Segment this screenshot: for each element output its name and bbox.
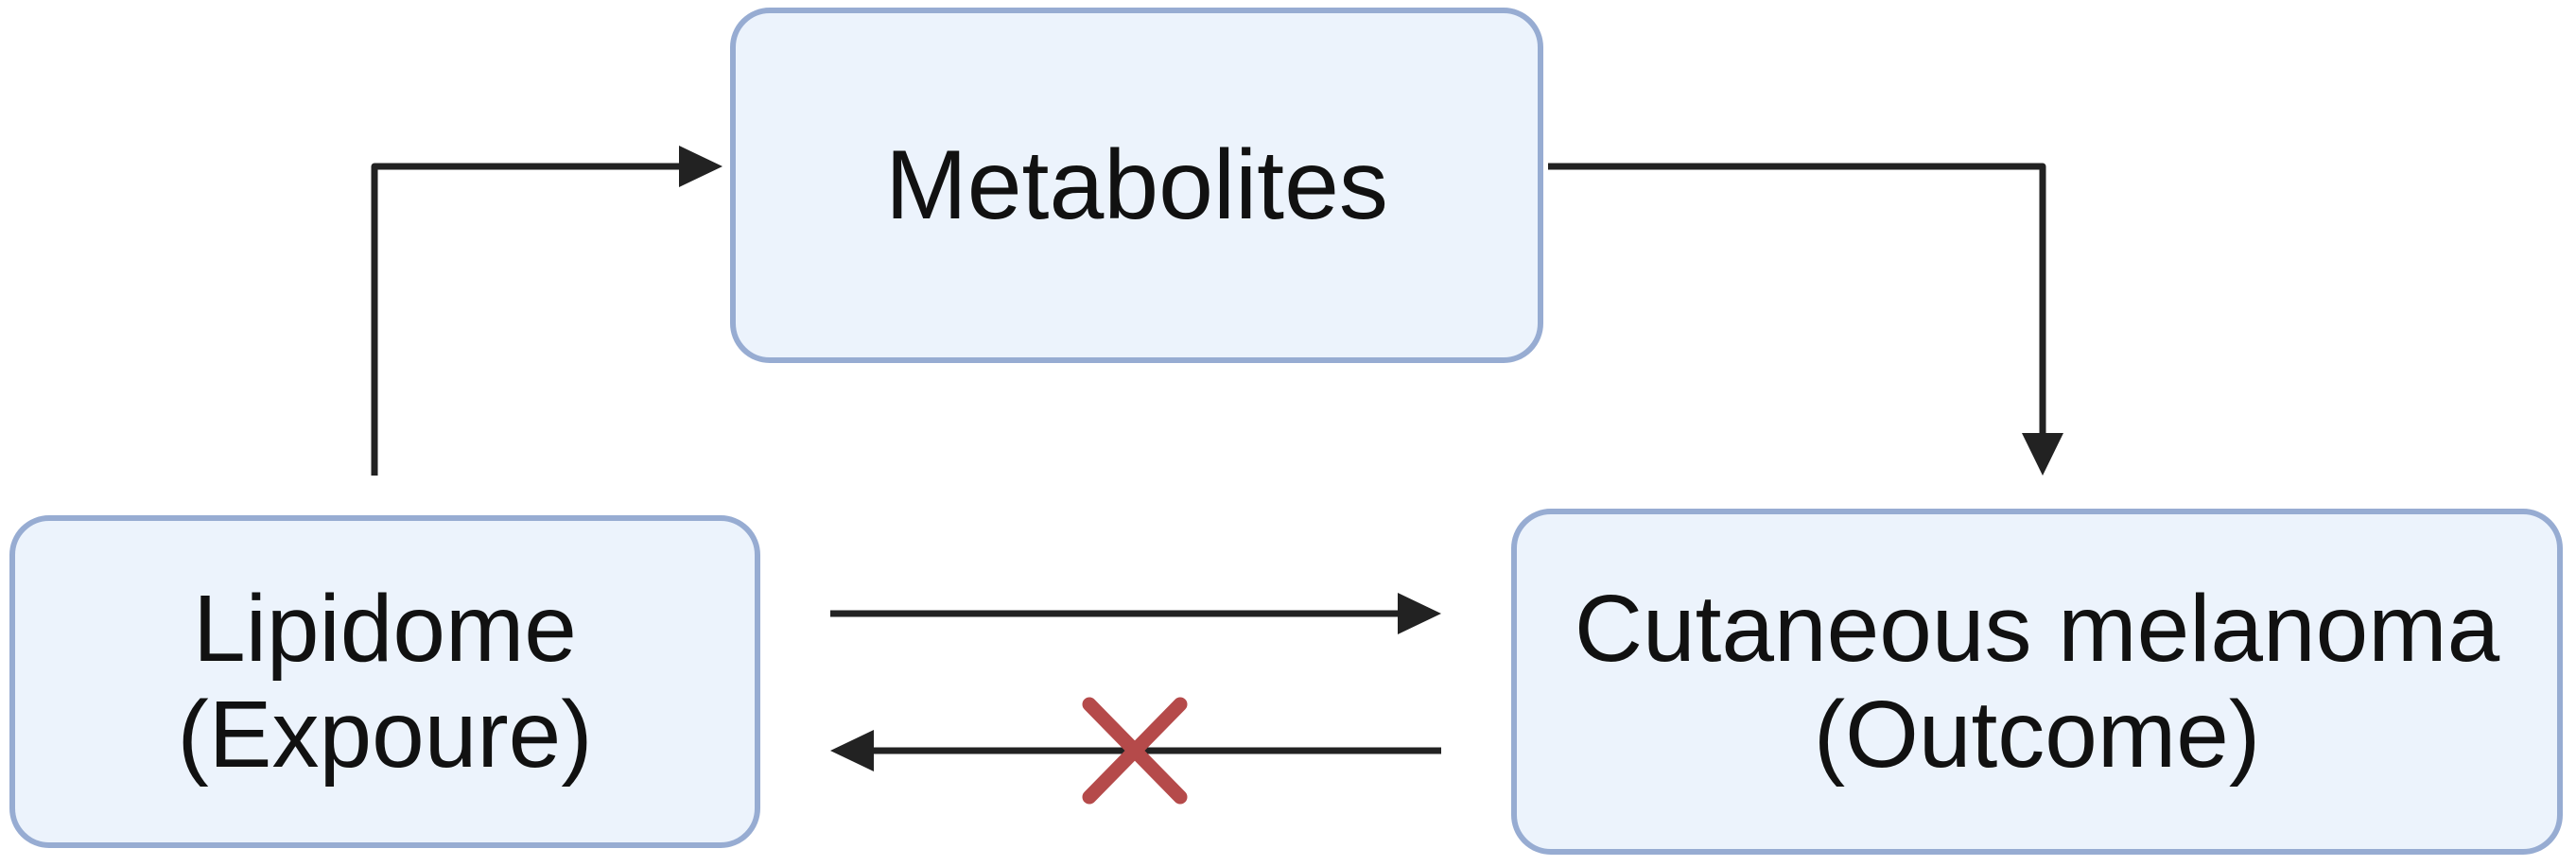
node-cutaneous-melanoma-outcome: Cutaneous melanoma (Outcome) xyxy=(1511,509,2563,855)
node-sublabel: (Outcome) xyxy=(1813,682,2261,788)
edge-metabolites-to-outcome xyxy=(1548,163,2063,476)
arrowhead-icon xyxy=(830,730,874,771)
cross-x-icon xyxy=(1082,697,1188,805)
node-sublabel: (Expoure) xyxy=(177,682,593,788)
edge-line xyxy=(371,163,683,476)
edge-line xyxy=(1548,163,2046,437)
edge-exposure-to-outcome xyxy=(830,593,1441,634)
node-label: Cutaneous melanoma xyxy=(1574,576,2500,682)
arrowhead-icon xyxy=(2022,433,2063,476)
arrowhead-icon xyxy=(1398,593,1441,634)
node-lipidome-exposure: Lipidome (Expoure) xyxy=(9,515,760,848)
edge-outcome-to-exposure-blocked xyxy=(830,697,1441,805)
node-metabolites: Metabolites xyxy=(730,8,1543,363)
node-label: Lipidome xyxy=(193,576,577,682)
node-label: Metabolites xyxy=(885,130,1388,240)
arrowhead-icon xyxy=(679,146,722,187)
edge-exposure-to-metabolites xyxy=(371,146,722,476)
